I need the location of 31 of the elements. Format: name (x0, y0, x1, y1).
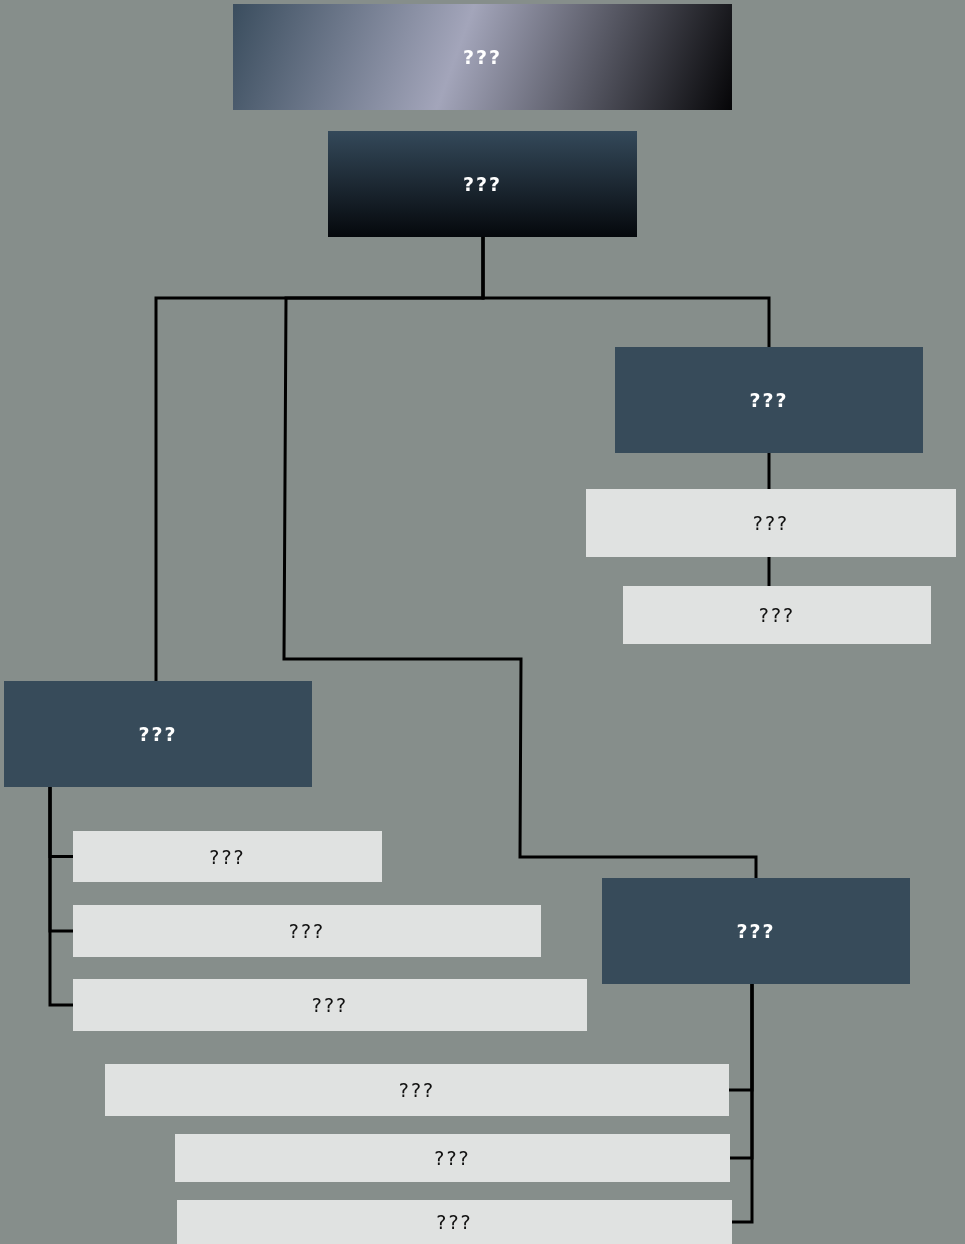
label-box (105, 1064, 729, 1116)
box-label: ??? (311, 994, 349, 1016)
connector-line (732, 984, 754, 1224)
connector-line (48, 787, 73, 1007)
label-box (73, 979, 587, 1031)
box-label: ??? (462, 46, 503, 68)
title-box (328, 131, 637, 237)
box-label: ??? (398, 1079, 436, 1101)
label-box (177, 1200, 732, 1244)
box-label: ??? (434, 1147, 471, 1169)
title-box (4, 681, 312, 787)
title-box (615, 347, 923, 453)
connector-line (282, 237, 758, 878)
label-box (623, 586, 931, 644)
box-label: ??? (749, 389, 789, 411)
box-label: ??? (209, 845, 246, 868)
label-box (586, 489, 956, 557)
label-box (73, 905, 541, 957)
box-label: ??? (736, 920, 776, 942)
box-label: ??? (288, 920, 326, 942)
box-label: ??? (752, 512, 790, 534)
title-box (602, 878, 910, 984)
box-label: ??? (138, 723, 178, 745)
connector-line (767, 453, 771, 489)
label-box (175, 1134, 730, 1182)
box-label: ??? (436, 1211, 473, 1233)
box-label: ??? (462, 173, 503, 195)
header-box (233, 4, 732, 110)
box-label: ??? (758, 604, 796, 626)
label-box (73, 831, 382, 882)
connector-line (767, 557, 771, 586)
